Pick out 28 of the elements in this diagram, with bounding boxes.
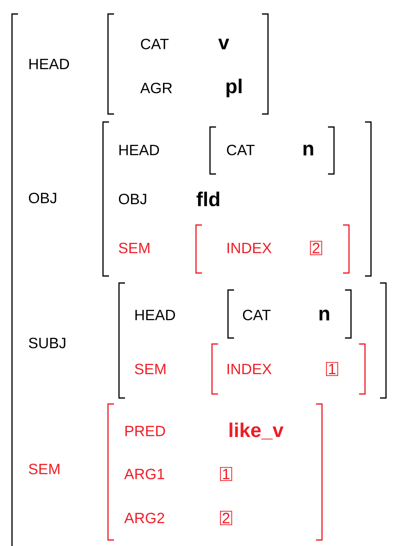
feature-name: ARG1 xyxy=(124,468,164,480)
feature-name: SEM xyxy=(134,364,166,374)
feature-name: CAT xyxy=(242,310,271,320)
feature-name: INDEX xyxy=(228,242,272,254)
feature-name: HEAD xyxy=(135,310,175,320)
feature-name: PRED xyxy=(125,426,165,436)
feature-value: pl xyxy=(226,78,242,98)
feature-name: SUBJ xyxy=(28,338,66,348)
tag-number: 2 xyxy=(220,510,232,526)
feature-name: SEM xyxy=(118,242,150,254)
feature-value: like_v xyxy=(230,422,284,440)
feature-name: ARG2 xyxy=(124,512,164,524)
feature-name: HEAD xyxy=(119,144,159,156)
feature-name: OBJ xyxy=(118,194,146,204)
feature-value: fld xyxy=(196,192,220,206)
feature-name: CAT xyxy=(226,144,255,156)
feature-name: AGR xyxy=(140,82,172,94)
feature-value: n xyxy=(320,310,330,320)
feature-name: INDEX xyxy=(228,364,272,374)
feature-name: HEAD xyxy=(29,58,69,70)
feature-name: OBJ xyxy=(28,192,56,204)
feature-name: SEM xyxy=(28,464,60,474)
feature-name: CAT xyxy=(140,38,169,50)
tag-number: 1 xyxy=(326,362,338,376)
tag-number: 2 xyxy=(310,240,322,256)
feature-value: n xyxy=(304,144,314,156)
feature-value: v xyxy=(218,38,230,50)
tag-number: 1 xyxy=(220,466,232,482)
